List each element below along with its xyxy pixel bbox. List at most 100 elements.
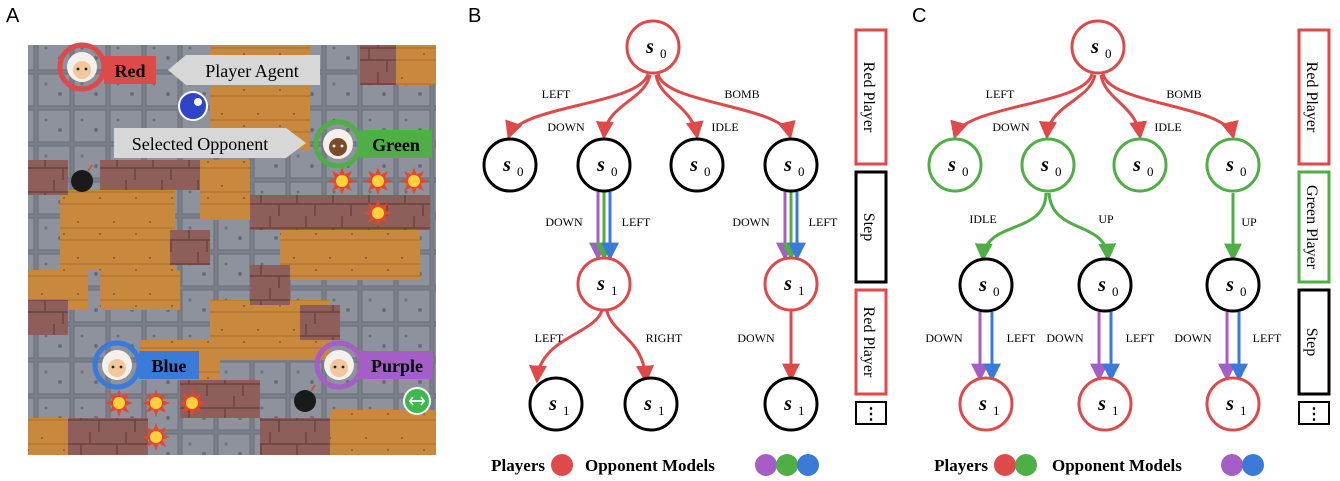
state-subscript: 0 xyxy=(1112,284,1119,299)
action-label: BOMB xyxy=(724,87,759,101)
state-subscript: 0 xyxy=(660,46,667,61)
explosion-icon xyxy=(142,389,170,417)
action-label: RIGHT xyxy=(646,331,683,345)
legend-swatch-red xyxy=(551,454,573,476)
legend-c: Players Opponent Models xyxy=(934,454,1264,476)
state-label: s xyxy=(783,273,792,295)
action-label: IDLE xyxy=(711,120,738,134)
tree-b: LEFT DOWN IDLE BOMB DOWN LEFT DOWN LEFT … xyxy=(505,73,838,384)
sidebar-label: ⋮ xyxy=(863,406,879,423)
legend-b: Players Opponent Models xyxy=(491,454,819,476)
state-subscript: 0 xyxy=(993,284,1000,299)
state-label: s xyxy=(947,154,956,176)
state-label: s xyxy=(783,393,792,415)
action-label: DOWN xyxy=(547,120,585,134)
player-red-label: Red xyxy=(115,61,146,81)
legend-players-label: Players xyxy=(491,456,545,475)
action-label: DOWN xyxy=(737,331,775,345)
sidebar-label: Green Player xyxy=(1303,185,1320,270)
sidebar-green-player xyxy=(1297,170,1331,284)
explosion-icon xyxy=(328,167,356,195)
tree-c: LEFT DOWN IDLE BOMB IDLE UP UP DOWN LEFT… xyxy=(925,73,1282,382)
edge-down xyxy=(595,74,652,140)
legend-opponents-label: Opponent Models xyxy=(1052,456,1182,475)
legend-swatch-green xyxy=(1015,454,1037,476)
explosion-icon xyxy=(364,199,392,227)
state-label: s xyxy=(1225,154,1234,176)
sidebar-label: Red Player xyxy=(860,62,877,133)
legend-swatch-purple xyxy=(755,454,777,476)
state-label: s xyxy=(1097,274,1106,296)
green-powerup-icon xyxy=(403,387,431,415)
state-subscript: 1 xyxy=(993,403,1000,418)
sidebar-label: Red Player xyxy=(860,307,877,378)
state-subscript: 1 xyxy=(563,403,570,418)
state-subscript: 1 xyxy=(1112,403,1119,418)
action-label: DOWN xyxy=(1174,331,1212,345)
panel-letter-b: B xyxy=(468,5,481,27)
sidebar-label: Red Player xyxy=(1303,62,1320,133)
edge-down xyxy=(1038,74,1097,140)
state-label: s xyxy=(1097,393,1106,415)
sidebar-more xyxy=(1298,401,1330,425)
panel-letter-c: C xyxy=(912,5,926,27)
player-green-label: Green xyxy=(372,135,420,155)
state-subscript: 0 xyxy=(704,164,711,179)
state-label: s xyxy=(1225,274,1234,296)
explosion-icon xyxy=(142,423,170,451)
state-subscript: 0 xyxy=(1147,164,1154,179)
state-subscript: 0 xyxy=(1240,284,1247,299)
player-agent-label: Player Agent xyxy=(205,61,298,81)
edge-idle xyxy=(1099,74,1148,140)
selected-opponent-label: Selected Opponent xyxy=(132,134,268,154)
player-red-label-bg xyxy=(104,56,156,84)
legend-swatch-blue xyxy=(797,454,819,476)
state-subscript: 0 xyxy=(798,164,805,179)
state-label: s xyxy=(978,274,987,296)
action-label: LEFT xyxy=(1126,331,1155,345)
player-agent-callout: Player Agent xyxy=(168,55,320,85)
edge-idle xyxy=(654,74,704,140)
sidebar-b: Red Player Step Red Player ⋮ xyxy=(854,28,888,425)
state-subscript: 0 xyxy=(517,164,524,179)
state-label: s xyxy=(596,154,605,176)
action-label: LEFT xyxy=(542,87,571,101)
edge-left xyxy=(528,305,605,384)
game-board xyxy=(28,45,436,455)
legend-swatch-red xyxy=(994,454,1016,476)
state-label: s xyxy=(502,154,511,176)
state-label: s xyxy=(1132,154,1141,176)
action-label: BOMB xyxy=(1166,87,1201,101)
state-label: s xyxy=(1040,154,1049,176)
action-label: LEFT xyxy=(1253,331,1282,345)
explosion-icon xyxy=(400,167,428,195)
state-subscript: 0 xyxy=(1240,164,1247,179)
player-purple-label-bg xyxy=(361,351,433,379)
sidebar-red-player xyxy=(854,28,888,166)
legend-swatch-blue xyxy=(1242,454,1264,476)
action-label: UP xyxy=(1098,212,1114,226)
player-blue-label: Blue xyxy=(151,356,186,376)
explosion-icon xyxy=(364,167,392,195)
state-label: s xyxy=(643,393,652,415)
explosion-icon xyxy=(178,389,206,417)
action-label: LEFT xyxy=(986,87,1015,101)
state-subscript: 1 xyxy=(798,283,805,298)
legend-swatch-green xyxy=(776,454,798,476)
state-label: s xyxy=(1090,36,1099,58)
